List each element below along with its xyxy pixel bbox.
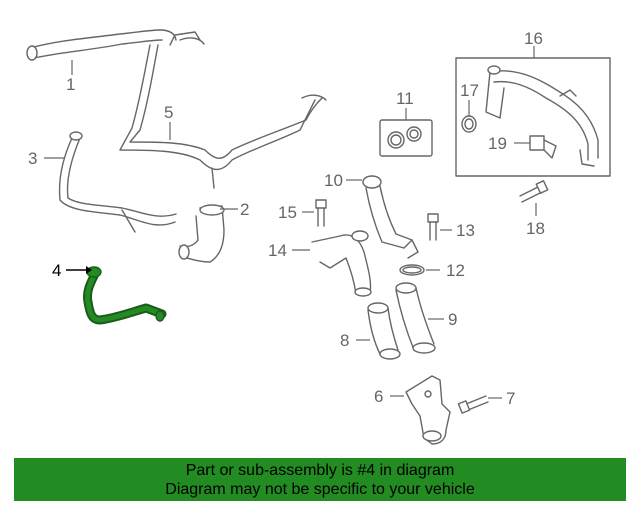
- part-18-bolt[interactable]: [519, 180, 549, 203]
- part-6-thermostat-housing[interactable]: [405, 375, 451, 445]
- part-12-gasket[interactable]: [399, 264, 425, 276]
- part-16-water-pipe[interactable]: [485, 65, 599, 167]
- callout-5: 5: [164, 103, 173, 122]
- part-4-hose-highlighted[interactable]: [83, 266, 167, 325]
- part-2-connector[interactable]: [178, 204, 225, 263]
- part-5-hose-assembly[interactable]: [119, 31, 327, 189]
- part-9-hose[interactable]: [395, 282, 436, 354]
- callout-12: 12: [446, 261, 465, 280]
- callout-19: 19: [488, 134, 507, 153]
- part-19-sensor[interactable]: [529, 135, 557, 159]
- part-7-bolt[interactable]: [457, 395, 489, 414]
- callout-1: 1: [66, 75, 75, 94]
- part-14-water-outlet[interactable]: [311, 230, 372, 297]
- part-3-hose[interactable]: [58, 131, 177, 233]
- callout-14: 14: [268, 241, 287, 260]
- callout-2: 2: [240, 200, 249, 219]
- callout-13: 13: [456, 221, 475, 240]
- info-banner: Part or sub-assembly is #4 in diagram Di…: [14, 458, 626, 501]
- banner-line-1: Part or sub-assembly is #4 in diagram: [185, 462, 455, 479]
- part-17-cap[interactable]: [461, 115, 477, 133]
- callout-15: 15: [278, 203, 297, 222]
- part-13-bolt[interactable]: [427, 213, 439, 241]
- callout-11: 11: [396, 89, 414, 108]
- callout-6: 6: [374, 387, 383, 406]
- part-15-bolt[interactable]: [315, 199, 327, 227]
- part-1-hose[interactable]: [26, 29, 177, 61]
- part-8-hose[interactable]: [367, 302, 401, 360]
- banner-line-2: Diagram may not be specific to your vehi…: [165, 481, 475, 498]
- part-10-pipe[interactable]: [362, 175, 419, 259]
- callout-7: 7: [506, 389, 515, 408]
- part-11-o-rings[interactable]: [379, 119, 433, 157]
- callout-9: 9: [448, 310, 457, 329]
- part-16-frame: [455, 57, 611, 177]
- callout-4: 4: [52, 261, 61, 280]
- callout-18: 18: [526, 219, 545, 238]
- callout-16: 16: [524, 29, 543, 48]
- callout-10: 10: [324, 171, 343, 190]
- leader-4-arrow: [86, 266, 92, 274]
- callout-3: 3: [28, 149, 37, 168]
- callout-17: 17: [460, 81, 479, 100]
- callout-8: 8: [340, 331, 349, 350]
